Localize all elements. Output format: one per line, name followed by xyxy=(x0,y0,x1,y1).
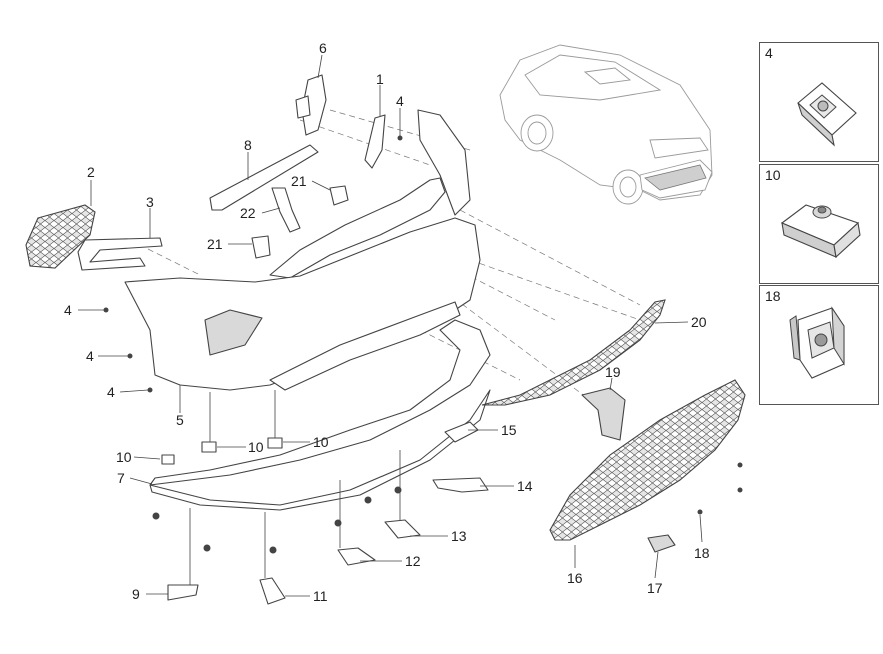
callout-17: 17 xyxy=(647,580,663,596)
callout-16: 16 xyxy=(567,570,583,586)
callout-numbers: 1 2 3 4 4 4 4 5 6 7 8 9 10 10 10 11 12 1… xyxy=(64,40,710,604)
callout-4-top: 4 xyxy=(396,93,404,109)
inset-detail-10: 10 xyxy=(759,164,879,284)
part-13-mounting-bracket xyxy=(384,519,421,539)
part-3-trim-strip xyxy=(77,237,163,271)
part-21-clip-lower xyxy=(251,235,271,259)
part-9-mounting-bracket xyxy=(167,584,199,601)
inset-number-4: 4 xyxy=(765,45,773,61)
snap-clip-icon xyxy=(780,204,861,259)
part-11-mounting-bracket xyxy=(259,577,286,605)
callout-4-left-a: 4 xyxy=(64,302,72,318)
callout-3: 3 xyxy=(146,194,154,210)
callout-leaders xyxy=(78,54,703,597)
part-10-clip-a xyxy=(201,441,217,453)
part-6-bracket-tab xyxy=(295,95,311,119)
callout-18: 18 xyxy=(694,545,710,561)
part-16-main-grille xyxy=(549,379,746,541)
part-21-clip-upper xyxy=(329,185,349,206)
bumper-side-wing xyxy=(417,109,471,216)
part-12-mounting-bracket xyxy=(337,547,376,566)
callout-20: 20 xyxy=(691,314,707,330)
inset-number-18: 18 xyxy=(765,288,781,304)
part-19-air-guide-bracket xyxy=(581,387,626,441)
part-2-left-grille-mesh xyxy=(25,204,96,269)
speed-nut-icon xyxy=(789,306,845,379)
part-17-emblem-bracket xyxy=(647,534,676,553)
callout-19: 19 xyxy=(605,364,621,380)
callout-12: 12 xyxy=(405,553,421,569)
callout-7: 7 xyxy=(117,470,125,486)
inset-detail-4: 4 xyxy=(759,42,879,162)
callout-10-a: 10 xyxy=(116,449,132,465)
bumper-fog-opening xyxy=(204,309,263,356)
inset-detail-18: 18 xyxy=(759,285,879,405)
inset-number-10: 10 xyxy=(765,167,781,183)
callout-13: 13 xyxy=(451,528,467,544)
callout-21-lower: 21 xyxy=(207,236,223,252)
callout-22: 22 xyxy=(240,205,256,221)
part-8-upper-bracket xyxy=(209,144,319,211)
callout-6: 6 xyxy=(319,40,327,56)
callout-1: 1 xyxy=(376,71,384,87)
callout-9: 9 xyxy=(132,586,140,602)
vehicle-location-sketch xyxy=(499,44,713,205)
callout-21-upper: 21 xyxy=(291,173,307,189)
callout-11: 11 xyxy=(313,588,328,604)
callout-15: 15 xyxy=(501,422,517,438)
callout-10-b: 10 xyxy=(248,439,264,455)
part-10-clip-b xyxy=(267,437,283,449)
part-10-clip-c xyxy=(161,454,175,465)
upper-bumper-reinforcement xyxy=(269,177,446,279)
callout-8: 8 xyxy=(244,137,252,153)
callout-4-left-b: 4 xyxy=(86,348,94,364)
part-20-lower-grille xyxy=(481,299,666,406)
part-14-mounting-bracket xyxy=(432,477,489,493)
bumper-lower-lip xyxy=(269,301,461,391)
callout-5: 5 xyxy=(176,412,184,428)
callout-10-c: 10 xyxy=(313,434,329,450)
u-clip-nut-icon xyxy=(797,82,857,147)
part-22-hose-connector xyxy=(271,187,301,233)
part-7-lower-spoiler xyxy=(149,319,491,486)
callout-14: 14 xyxy=(517,478,533,494)
callout-4-left-c: 4 xyxy=(107,384,115,400)
callout-2: 2 xyxy=(87,164,95,180)
part-1-support-strip xyxy=(364,114,386,169)
